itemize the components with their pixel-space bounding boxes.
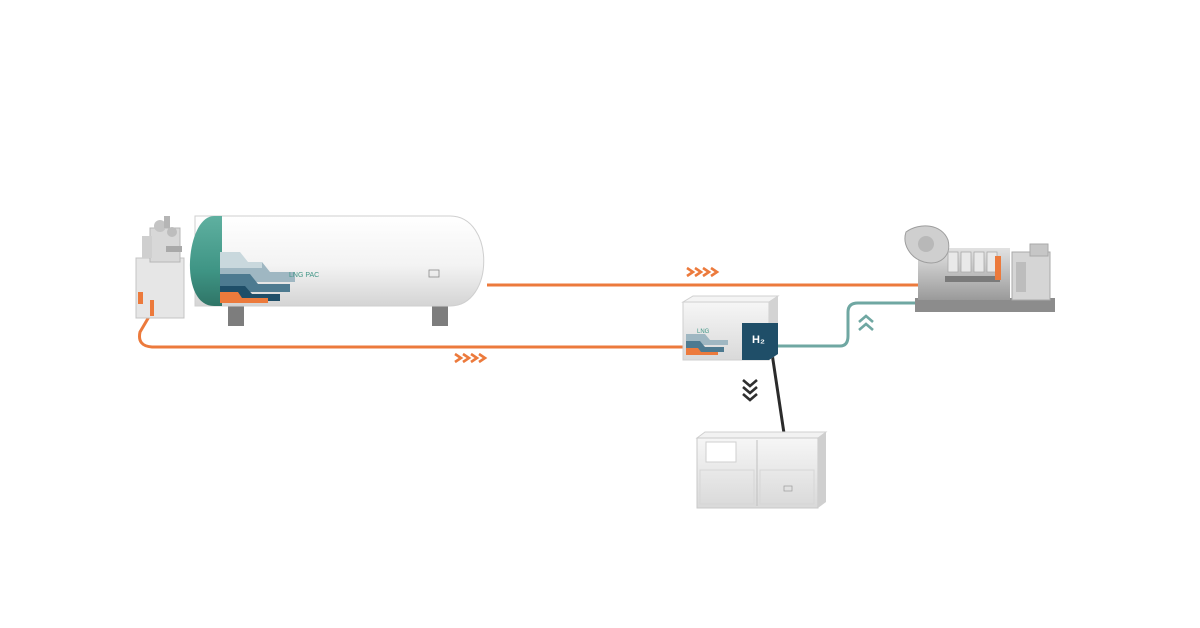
engine-turbo-detail [918, 236, 934, 252]
flow-arrow-icon [454, 352, 488, 364]
reformer-label: LNG [697, 329, 710, 335]
container-panel [699, 469, 755, 505]
tank-label: LNG PAC [289, 272, 319, 279]
reformer-h2-label: H₂ [752, 334, 765, 346]
co2-flow-chevron-icon [742, 379, 758, 402]
container-hatch-icon [705, 441, 737, 463]
co2-container [695, 431, 828, 509]
generator-terminal [1029, 243, 1049, 257]
tank-saddle [432, 304, 448, 326]
tank-nameplate-icon [428, 269, 440, 278]
reformer-stripes-icon [686, 334, 728, 355]
lng-pipe-tank-to-reformer [138, 314, 690, 349]
tank-stripes-icon [220, 252, 295, 303]
engine [904, 225, 1055, 312]
container-nameplate-icon [783, 485, 793, 492]
reformer-h2-panel [742, 323, 778, 360]
engine-accent [995, 256, 1001, 280]
engine-manifold [945, 276, 1000, 282]
h2-pipe-reformer-to-engine [778, 301, 932, 348]
tank-saddle [228, 304, 244, 326]
container-panel [759, 469, 815, 505]
pipes [138, 283, 932, 441]
tank-body [194, 215, 485, 307]
flow-arrows [454, 266, 874, 402]
reformer-unit: LNG H₂ [681, 295, 780, 361]
container-side [818, 432, 826, 508]
h2-flow-chevron-icon [858, 314, 874, 331]
engine-base [915, 298, 1055, 312]
lng-tank: LNG PAC [135, 215, 485, 326]
container-top [695, 431, 828, 439]
generator-detail [1016, 262, 1026, 292]
tank-cap [189, 216, 222, 306]
flow-arrow-icon [686, 266, 720, 278]
cold-box-icon [135, 216, 185, 319]
reformer-top [681, 295, 780, 303]
